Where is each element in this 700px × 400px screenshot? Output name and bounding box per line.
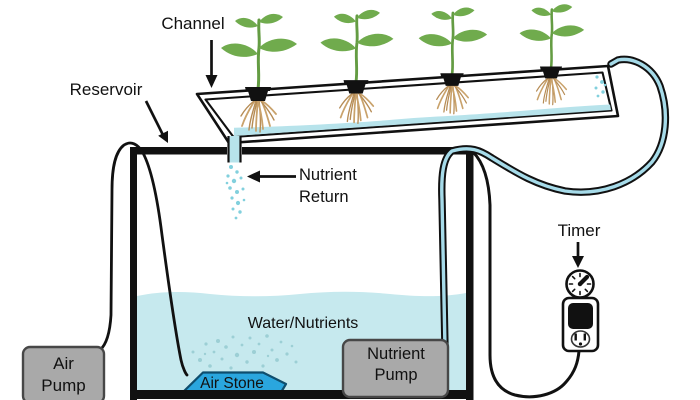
channel-water bbox=[234, 104, 611, 136]
reservoir-tank bbox=[130, 147, 474, 400]
timer-label: Timer bbox=[557, 221, 601, 240]
nutrient-pump bbox=[341, 338, 450, 399]
nutrient-return-label: Nutrient Return bbox=[299, 166, 357, 206]
channel-arrow bbox=[205, 40, 218, 88]
air-stone-label: Air Stone bbox=[200, 375, 264, 392]
timer-assembly bbox=[561, 269, 600, 353]
plug-icon bbox=[568, 303, 593, 329]
nutrient-pump-label: Nutrient Pump bbox=[367, 345, 425, 385]
reservoir-arrow bbox=[144, 100, 168, 143]
nutrient-return-drip bbox=[225, 136, 246, 220]
water-nutrients-label: Water/Nutrients bbox=[247, 315, 359, 332]
air-pump-label: Air Pump bbox=[41, 354, 86, 396]
air-bubbles bbox=[191, 334, 298, 370]
tube-drip bbox=[594, 75, 607, 98]
air-tube bbox=[98, 141, 189, 377]
nutrient-return-arrow bbox=[247, 170, 296, 183]
power-cord bbox=[471, 150, 581, 399]
nutrient-supply-tube bbox=[438, 55, 670, 352]
channel-label: Channel bbox=[161, 14, 225, 33]
grow-channel bbox=[195, 64, 620, 145]
timer-arrow bbox=[572, 242, 584, 268]
air-pump bbox=[21, 345, 106, 400]
reservoir-label: Reservoir bbox=[69, 80, 143, 99]
power-outlet-icon bbox=[561, 296, 600, 353]
